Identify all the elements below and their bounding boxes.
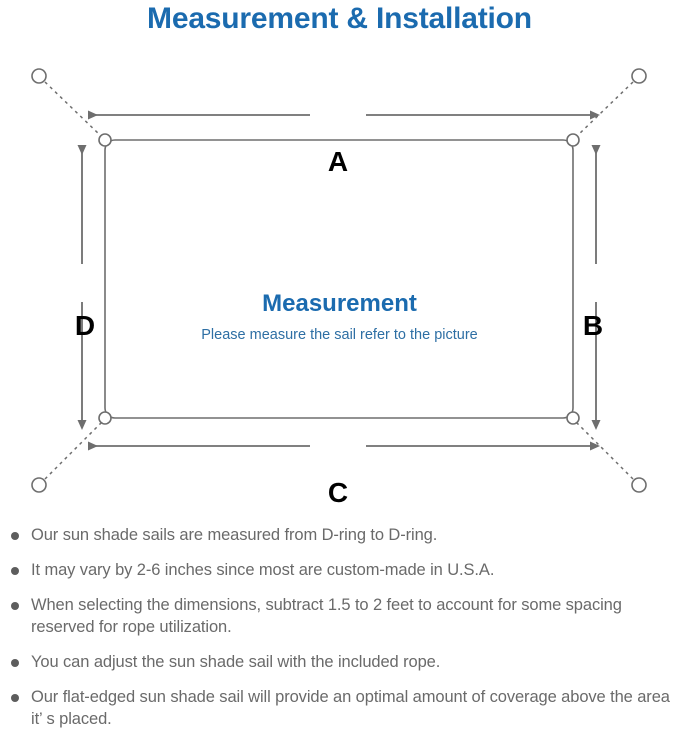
list-item: When selecting the dimensions, subtract … xyxy=(0,594,679,638)
notes-list: Our sun shade sails are measured from D-… xyxy=(0,524,679,743)
dimension-label-a: A xyxy=(327,146,349,177)
measurement-diagram: Measurement Please measure the sail refe… xyxy=(0,48,679,518)
d-ring-bottom-left xyxy=(98,411,112,425)
bullet-dot-icon xyxy=(11,659,19,667)
list-item-text: Our flat-edged sun shade sail will provi… xyxy=(31,688,670,728)
rope-line-bottom-right xyxy=(576,422,634,480)
d-ring-top-left xyxy=(98,133,112,147)
list-item: You can adjust the sun shade sail with t… xyxy=(0,651,679,673)
sail-body xyxy=(104,139,574,419)
bullet-dot-icon xyxy=(11,532,19,540)
list-item: Our flat-edged sun shade sail will provi… xyxy=(0,686,679,730)
bullet-dot-icon xyxy=(11,694,19,702)
rope-line-bottom-left xyxy=(44,422,102,480)
d-ring-top-right xyxy=(566,133,580,147)
list-item-text: You can adjust the sun shade sail with t… xyxy=(31,653,441,671)
list-item: Our sun shade sails are measured from D-… xyxy=(0,524,679,546)
rope-line-top-right xyxy=(576,81,634,137)
bullet-dot-icon xyxy=(11,602,19,610)
dimension-label-c: C xyxy=(327,477,349,508)
anchor-point-top-right xyxy=(631,68,647,84)
diagram-svg xyxy=(31,68,647,493)
list-item-text: When selecting the dimensions, subtract … xyxy=(31,596,622,636)
page-title: Measurement & Installation xyxy=(147,2,532,35)
anchor-point-top-left xyxy=(31,68,47,84)
bullet-dot-icon xyxy=(11,567,19,575)
dimension-label-b: B xyxy=(582,310,604,341)
dimension-label-d: D xyxy=(74,310,96,341)
anchor-point-bottom-right xyxy=(631,477,647,493)
list-item-text: It may vary by 2-6 inches since most are… xyxy=(31,561,495,579)
list-item: It may vary by 2-6 inches since most are… xyxy=(0,559,679,581)
anchor-point-bottom-left xyxy=(31,477,47,493)
list-item-text: Our sun shade sails are measured from D-… xyxy=(31,526,438,544)
d-ring-bottom-right xyxy=(566,411,580,425)
rope-line-top-left xyxy=(44,81,102,137)
